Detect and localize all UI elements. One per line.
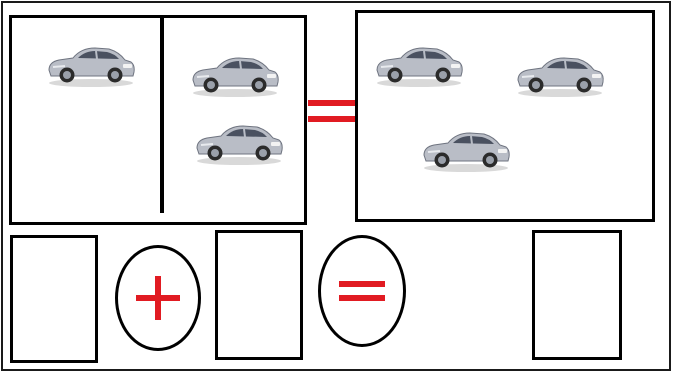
parts-divider — [160, 17, 164, 213]
equals-oval — [318, 235, 406, 347]
answer-slot-2[interactable] — [215, 230, 303, 360]
answer-slot-total[interactable] — [532, 230, 622, 360]
answer-slot-1[interactable] — [10, 235, 98, 363]
car-icon — [189, 50, 281, 98]
plus-icon — [136, 276, 180, 320]
car-icon — [514, 50, 606, 98]
car-icon — [373, 40, 465, 88]
plus-oval — [115, 245, 201, 351]
car-icon — [45, 40, 137, 88]
car-icon — [420, 125, 512, 173]
car-icon — [193, 118, 285, 166]
equals-icon — [308, 100, 356, 124]
equals-icon — [339, 279, 385, 303]
